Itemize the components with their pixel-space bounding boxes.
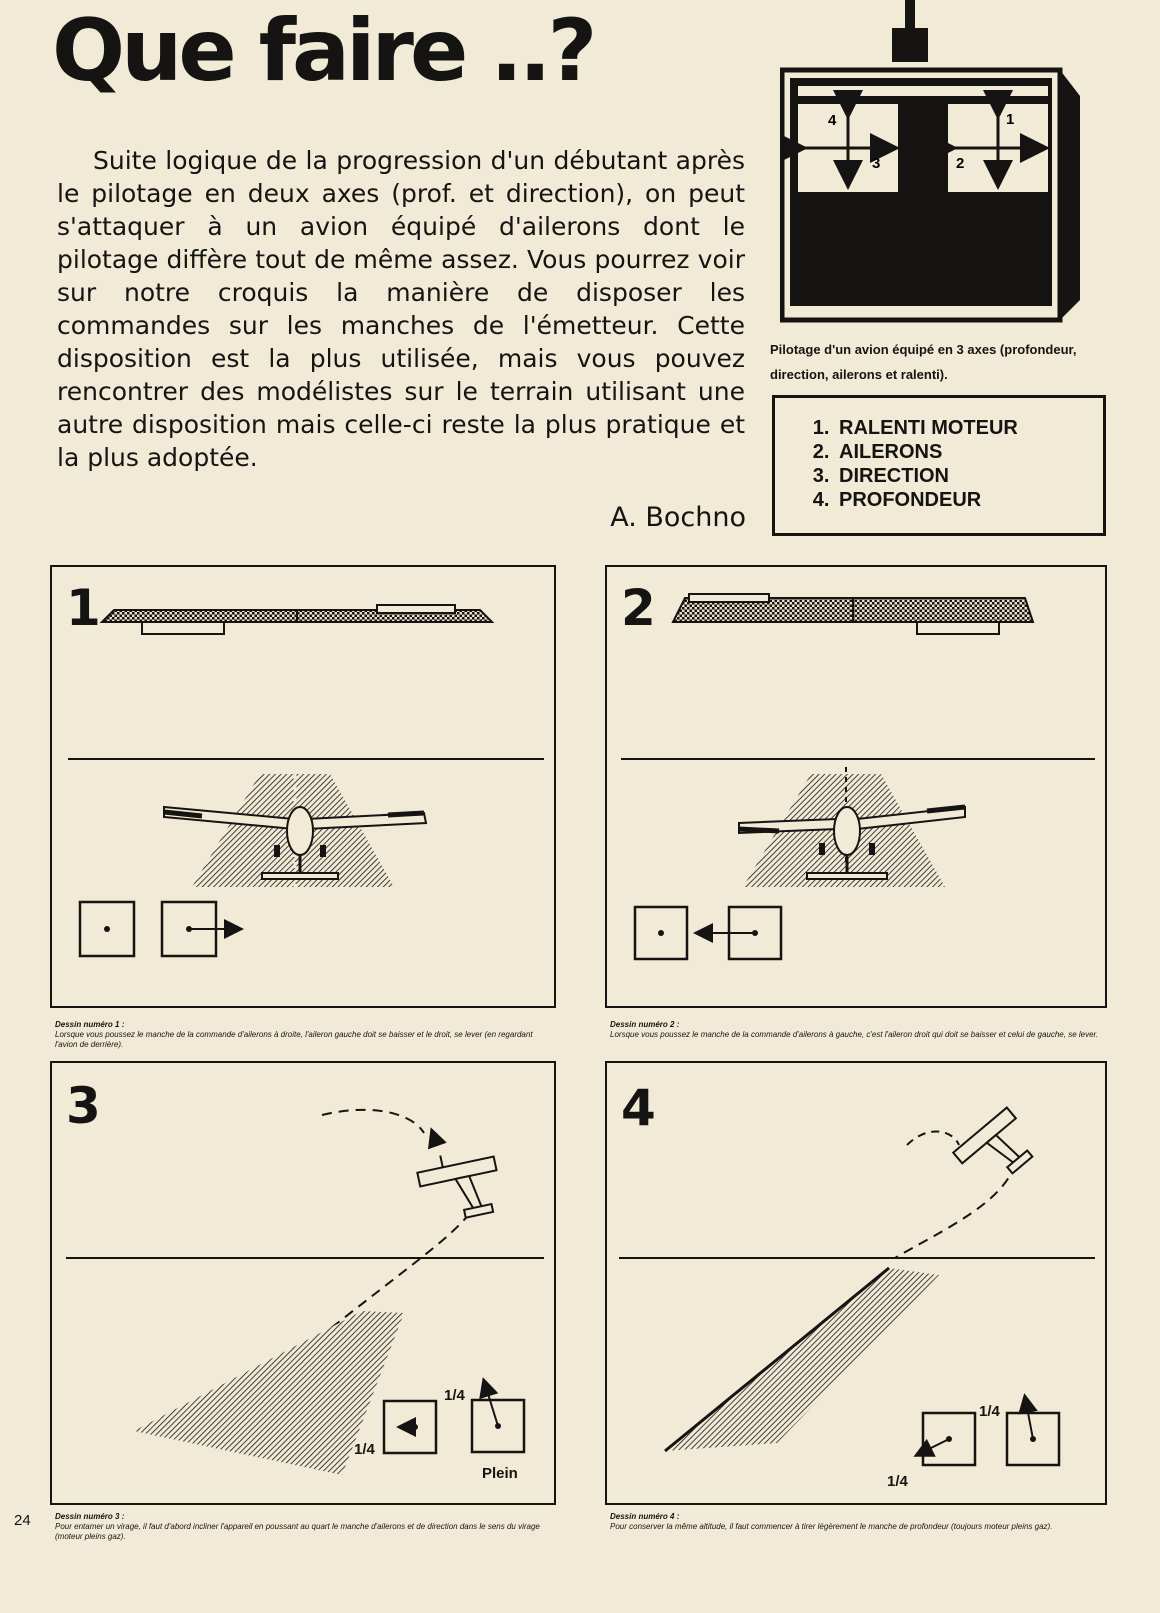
article-title: Que faire ..? — [52, 1, 597, 101]
caption-title: Dessin numéro 4 : — [610, 1512, 680, 1521]
panel-2-caption: Dessin numéro 2 :Lorsque vous poussez le… — [610, 1020, 1110, 1040]
caption-text: Pour conserver la même altitude, il faut… — [610, 1522, 1053, 1531]
caption-text: Lorsque vous poussez le manche de la com… — [55, 1030, 533, 1049]
caption-text: Lorsque vous poussez le manche de la com… — [610, 1030, 1099, 1039]
legend-item: PROFONDEUR — [835, 488, 1103, 512]
panel-number: 2 — [621, 579, 656, 637]
panel-4-label-elevator: 1/4 — [979, 1403, 1000, 1420]
panel-4: 4 1/4 1/4 — [605, 1061, 1107, 1505]
caption-title: Dessin numéro 2 : — [610, 1020, 680, 1029]
panel-3-label-aileron: 1/4 — [354, 1441, 375, 1458]
legend-item: AILERONS — [835, 440, 1103, 464]
legend-item: RALENTI MOTEUR — [835, 416, 1103, 440]
panel-4-label-aileron: 1/4 — [887, 1473, 908, 1490]
caption-text: Pour entamer un virage, il faut d'abord … — [55, 1522, 540, 1541]
author: A. Bochno — [610, 502, 746, 533]
panel-1-drawing — [68, 604, 544, 958]
panel-number: 3 — [66, 1077, 101, 1135]
panel-3: 3 1/4 1/4 Plein — [50, 1061, 556, 1505]
panel-3-caption: Dessin numéro 3 :Pour entamer un virage,… — [55, 1512, 555, 1542]
caption-title: Dessin numéro 3 : — [55, 1512, 125, 1521]
intro-paragraph: Suite logique de la progression d'un déb… — [57, 144, 745, 474]
intro-text: Suite logique de la progression d'un déb… — [57, 146, 745, 472]
transmitter-caption: Pilotage d'un avion équipé en 3 axes (pr… — [770, 342, 1077, 382]
panel-2: 2 — [605, 565, 1107, 1008]
panel-3-drawing — [66, 1108, 544, 1475]
panel-4-drawing — [619, 1106, 1095, 1467]
transmitter-illustration: 4 3 1 2 — [780, 0, 1080, 323]
legend-box: RALENTI MOTEUR AILERONS DIRECTION PROFON… — [772, 395, 1106, 536]
panel-4-caption: Dessin numéro 4 :Pour conserver la même … — [610, 1512, 1110, 1532]
page-number: 24 — [14, 1512, 31, 1529]
legend-item: DIRECTION — [835, 464, 1103, 488]
panel-number: 4 — [621, 1079, 656, 1137]
panel-1: 1 — [50, 565, 556, 1008]
panel-3-label-elevator: 1/4 — [444, 1387, 465, 1404]
panel-number: 1 — [66, 579, 101, 637]
stick-label-1: 1 — [1006, 111, 1014, 128]
panel-2-drawing — [621, 593, 1095, 961]
panel-3-label-throttle: Plein — [482, 1465, 518, 1482]
stick-label-3: 3 — [872, 155, 880, 172]
stick-label-2: 2 — [956, 155, 964, 172]
panel-1-caption: Dessin numéro 1 :Lorsque vous poussez le… — [55, 1020, 555, 1050]
caption-title: Dessin numéro 1 : — [55, 1020, 125, 1029]
stick-label-4: 4 — [828, 112, 837, 129]
